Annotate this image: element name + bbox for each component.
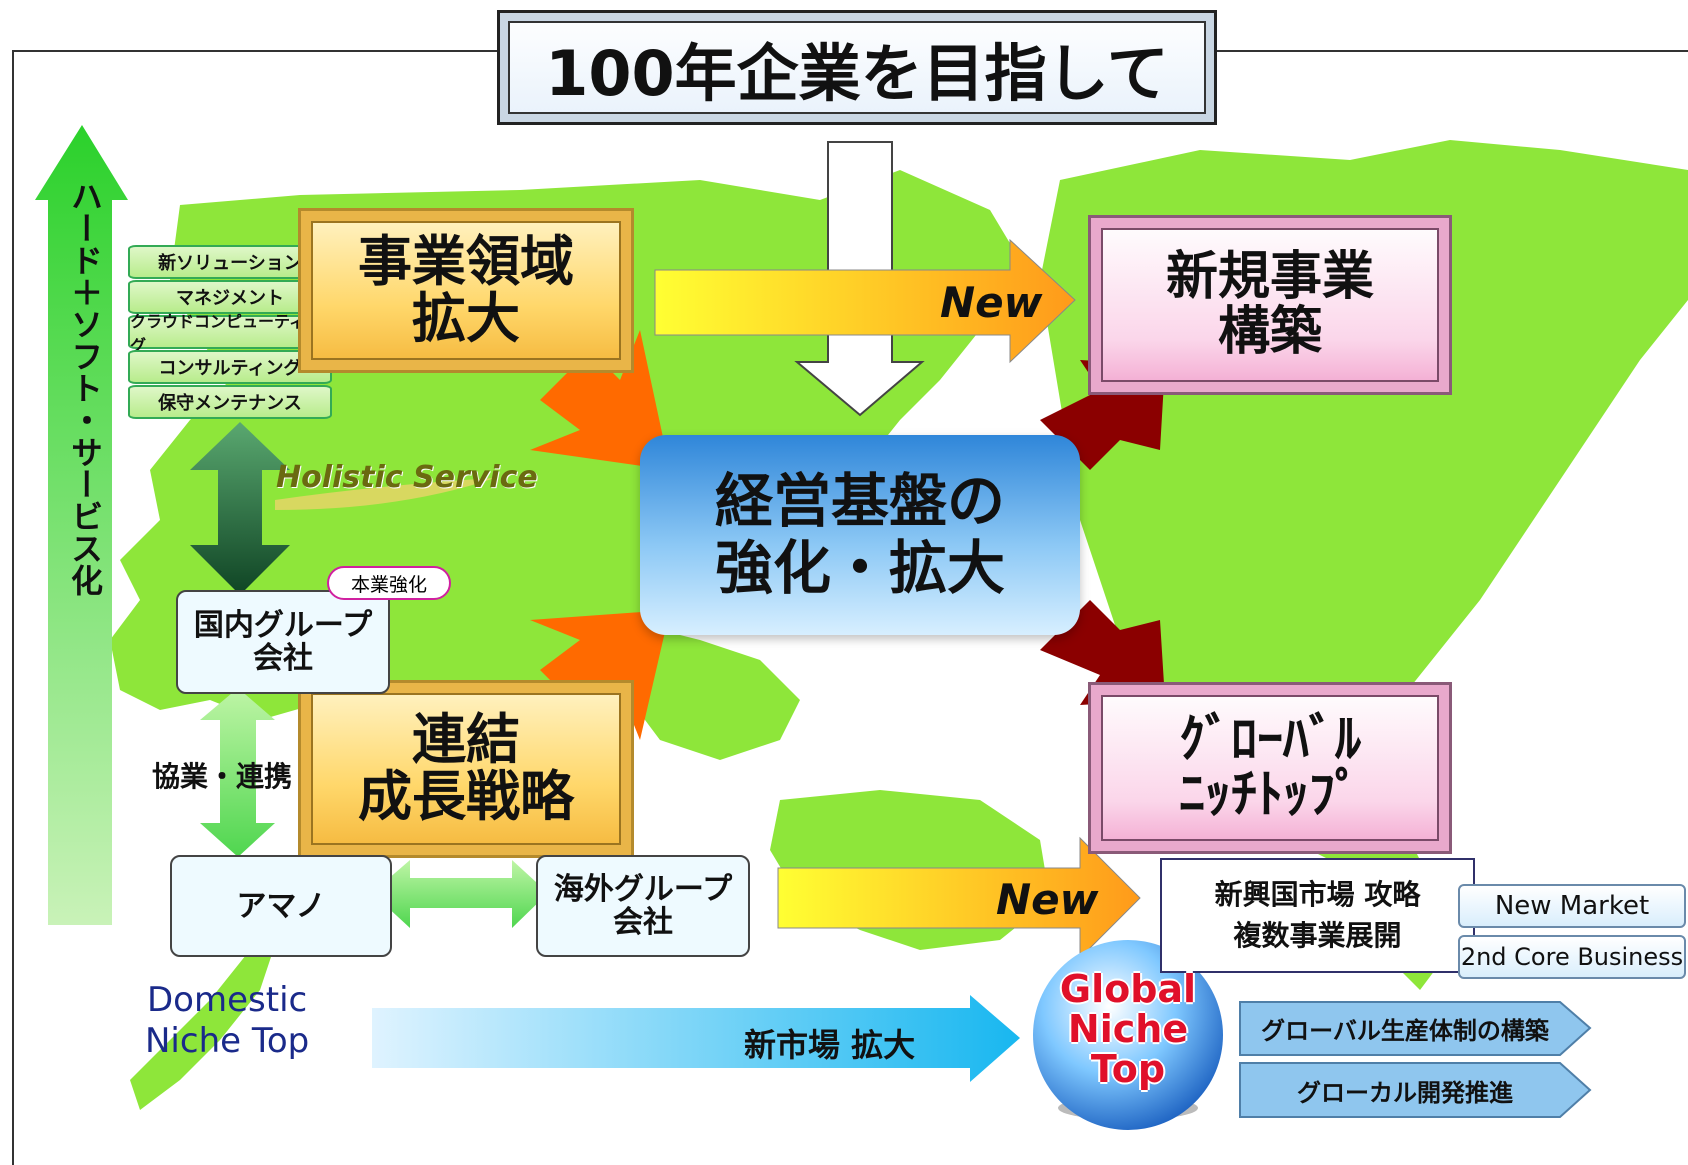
new-business-line2: 構築	[1217, 302, 1322, 362]
business-expansion-line1: 事業領域	[358, 229, 574, 293]
consolidated-growth-line2: 成長戦略	[358, 765, 574, 828]
global-niche-line2: ﾆｯﾁﾄｯﾌﾟ	[1178, 765, 1361, 825]
holistic-swoosh	[275, 478, 495, 510]
global-production-label: グローバル生産体制の構築	[1261, 1017, 1549, 1045]
production-pentagon	[1239, 1001, 1592, 1056]
orange-arrow-lower	[530, 610, 670, 740]
globe-label: Global Niche Top	[1030, 967, 1226, 1091]
domestic-group-box: 国内グループ 会社	[176, 590, 390, 694]
light-vertical-double-arrow	[200, 688, 275, 857]
new-arrow-top	[654, 238, 1076, 364]
globe-icon	[1033, 940, 1223, 1130]
center-line1: 経営基盤の	[714, 467, 1005, 536]
business-expansion-line2: 拡大	[412, 286, 520, 350]
emerging-markets-box: 新興国市場 攻略 複数事業展開	[1160, 858, 1475, 973]
holistic-service-label: Holistic Service	[276, 460, 538, 495]
glocal-dev-label: グローカル開発推進	[1297, 1078, 1513, 1107]
orange-arrow-upper	[530, 330, 670, 470]
domestic-niche-line2: Niche Top	[145, 1020, 310, 1061]
collaboration-label: 協業・連携	[152, 760, 293, 793]
domestic-niche-label: Domestic Niche Top	[145, 980, 309, 1062]
amano-box: アマノ	[170, 855, 392, 957]
new-market-expand-label: 新市場 拡大	[744, 1026, 916, 1064]
development-pentagon	[1239, 1062, 1592, 1118]
new-label-top: New	[940, 278, 1043, 327]
vertical-arrow-label: ハード＋ソフト・サービス化	[66, 180, 104, 596]
management-foundation-box: 経営基盤の 強化・拡大	[640, 435, 1080, 635]
overseas-group-line2: 会社	[613, 905, 673, 940]
page-title: 100年企業を目指して	[497, 10, 1217, 125]
global-niche-line1: ｸﾞﾛｰﾊﾞﾙ	[1178, 710, 1361, 771]
second-core-label: 2nd Core Business	[1458, 935, 1686, 979]
center-line2: 強化・拡大	[714, 534, 1005, 602]
new-business-box: 新規事業 構築	[1088, 215, 1452, 395]
domestic-group-line1: 国内グループ	[193, 608, 373, 643]
overseas-group-box: 海外グループ 会社	[536, 855, 750, 957]
new-market-label: New Market	[1458, 884, 1686, 928]
domestic-group-line2: 会社	[253, 641, 313, 676]
domestic-niche-line1: Domestic	[147, 980, 308, 1020]
new-business-line1: 新規事業	[1165, 247, 1374, 308]
globe-line2: Niche Top	[1067, 1006, 1189, 1091]
business-expansion-box: 事業領域 拡大	[298, 208, 634, 373]
core-strengthen-badge: 本業強化	[327, 566, 451, 600]
overseas-group-line1: 海外グループ	[553, 872, 733, 907]
blue-market-arrow	[372, 995, 1020, 1082]
horizontal-double-arrow	[372, 860, 548, 928]
new-label-bottom: New	[996, 875, 1099, 924]
new-arrow-bottom	[777, 836, 1141, 960]
dark-double-arrow	[190, 422, 290, 595]
vertical-up-arrow	[35, 125, 128, 925]
stack-item-maintenance: 保守メンテナンス	[128, 385, 332, 419]
emerging-line2: 複数事業展開	[1233, 918, 1402, 952]
global-niche-top-box: ｸﾞﾛｰﾊﾞﾙ ﾆｯﾁﾄｯﾌﾟ	[1088, 682, 1452, 854]
consolidated-growth-line1: 連結	[412, 708, 520, 772]
emerging-line1: 新興国市場 攻略	[1214, 877, 1421, 911]
consolidated-growth-box: 連結 成長戦略	[298, 680, 634, 858]
globe-line1: Global	[1059, 967, 1197, 1011]
